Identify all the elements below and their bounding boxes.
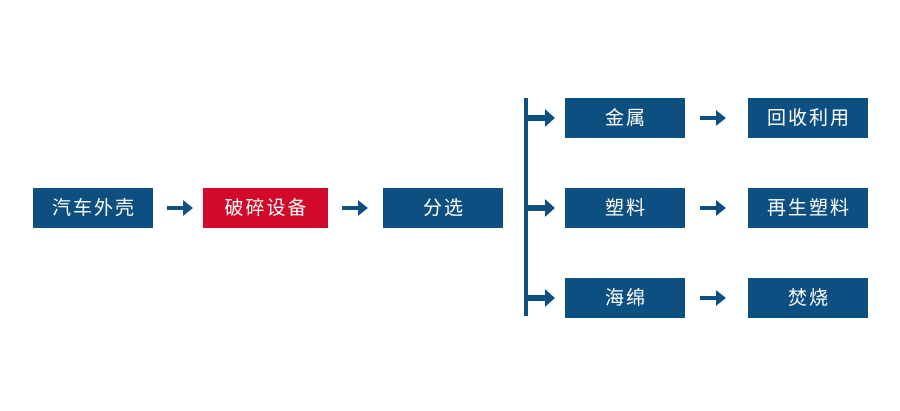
node-sponge[interactable]: 海绵 bbox=[565, 278, 685, 318]
node-regen-plastic[interactable]: 再生塑料 bbox=[748, 188, 868, 228]
node-sorting[interactable]: 分选 bbox=[383, 188, 503, 228]
node-crusher-label: 破碎设备 bbox=[224, 196, 309, 219]
branch-arrow-right-icon-to-metal bbox=[527, 106, 555, 130]
node-recycle[interactable]: 回收利用 bbox=[748, 98, 868, 138]
node-recycle-label: 回收利用 bbox=[766, 106, 851, 129]
branch-arrow-right-icon-to-sponge bbox=[527, 286, 555, 310]
node-incinerate-label: 焚烧 bbox=[787, 286, 830, 309]
node-sponge-label: 海绵 bbox=[604, 286, 647, 309]
node-sorting-label: 分选 bbox=[422, 196, 465, 219]
node-metal[interactable]: 金属 bbox=[565, 98, 685, 138]
node-regen-plastic-label: 再生塑料 bbox=[766, 196, 851, 219]
node-plastic[interactable]: 塑料 bbox=[565, 188, 685, 228]
arrow-right-icon-metal-to-recycle bbox=[700, 106, 726, 130]
node-incinerate[interactable]: 焚烧 bbox=[748, 278, 868, 318]
arrow-right-icon-crusher-to-sorting bbox=[342, 196, 368, 220]
arrow-right-icon-sponge-to-incinerate bbox=[700, 286, 726, 310]
vertical-connector-line bbox=[524, 98, 528, 316]
node-input[interactable]: 汽车外壳 bbox=[33, 188, 153, 228]
branch-arrow-right-icon-to-plastic bbox=[527, 196, 555, 220]
node-input-label: 汽车外壳 bbox=[51, 196, 136, 219]
node-metal-label: 金属 bbox=[604, 106, 647, 129]
node-crusher[interactable]: 破碎设备 bbox=[203, 188, 328, 228]
node-plastic-label: 塑料 bbox=[604, 196, 647, 219]
arrow-right-icon-plastic-to-regen bbox=[700, 196, 726, 220]
arrow-right-icon-input-to-crusher bbox=[167, 196, 193, 220]
